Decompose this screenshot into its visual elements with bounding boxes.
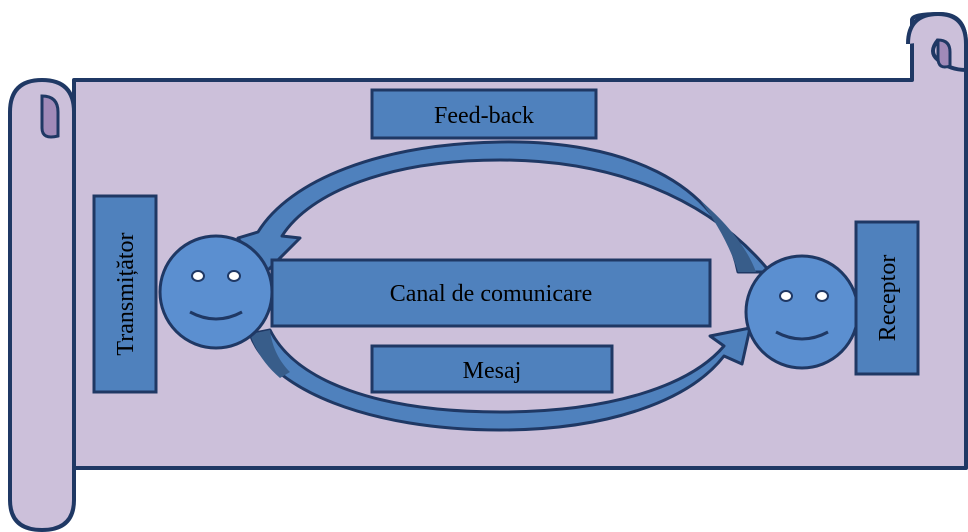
- transmitter-left-eye: [191, 270, 205, 282]
- receptor-box: Receptor: [854, 220, 920, 376]
- message-arc-shade: [250, 330, 290, 378]
- transmitter-label: Transmițător: [113, 232, 139, 355]
- scroll-left-curl: [40, 94, 60, 139]
- scroll-right-curl: [936, 38, 952, 69]
- transmitter-face: [158, 234, 274, 350]
- receptor-smile: [775, 330, 829, 341]
- message-box: Mesaj: [370, 344, 614, 394]
- receptor-label: Receptor: [875, 255, 901, 342]
- channel-label: Canal de comunicare: [390, 281, 593, 307]
- feedback-label: Feed-back: [434, 103, 534, 129]
- receptor-face: [744, 254, 860, 370]
- transmitter-box: Transmițător: [92, 194, 158, 394]
- transmitter-smile: [189, 310, 243, 321]
- feedback-arc-shade: [700, 200, 756, 272]
- receptor-left-eye: [779, 290, 793, 302]
- channel-box: Canal de comunicare: [270, 258, 712, 328]
- scroll-left-roll: [8, 77, 76, 532]
- feedback-box: Feed-back: [370, 88, 598, 140]
- transmitter-right-eye: [227, 270, 241, 282]
- receptor-right-eye: [815, 290, 829, 302]
- message-label: Mesaj: [463, 358, 522, 384]
